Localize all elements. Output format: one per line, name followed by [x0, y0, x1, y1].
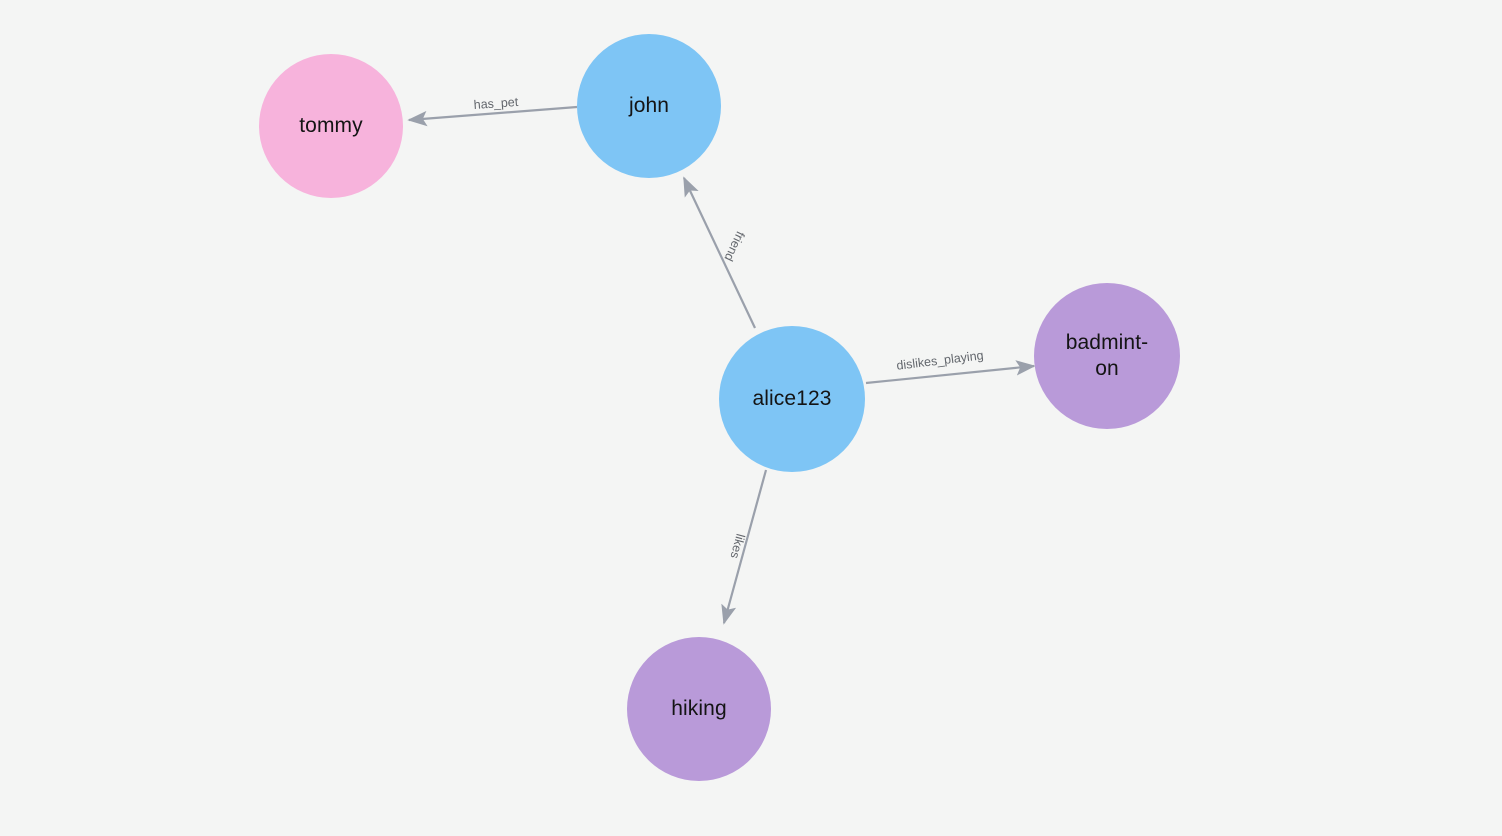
- graph-node-label-john: john: [628, 94, 670, 117]
- graph-edge-john-has_pet-tommy[interactable]: [407, 105, 578, 127]
- graph-node-label-badminton: badmint- on: [1065, 331, 1149, 380]
- graph-node-label-tommy: tommy: [299, 114, 363, 137]
- graph-edge-alice123-friend-john[interactable]: [683, 176, 756, 329]
- graph-node-label-hiking: hiking: [671, 697, 727, 720]
- graph-node-hiking[interactable]: hiking: [627, 637, 771, 781]
- graph-node-label-alice123: alice123: [752, 387, 832, 410]
- graph-edge-alice123-likes-hiking[interactable]: [721, 469, 768, 625]
- graph-node-alice123[interactable]: alice123: [719, 326, 865, 472]
- graph-node-john[interactable]: john: [577, 34, 721, 178]
- graph-edge-alice123-dislikes_playing-badminton[interactable]: [865, 360, 1036, 385]
- graph-node-tommy[interactable]: tommy: [259, 54, 403, 198]
- graph-node-badminton[interactable]: badmint- on: [1034, 283, 1180, 429]
